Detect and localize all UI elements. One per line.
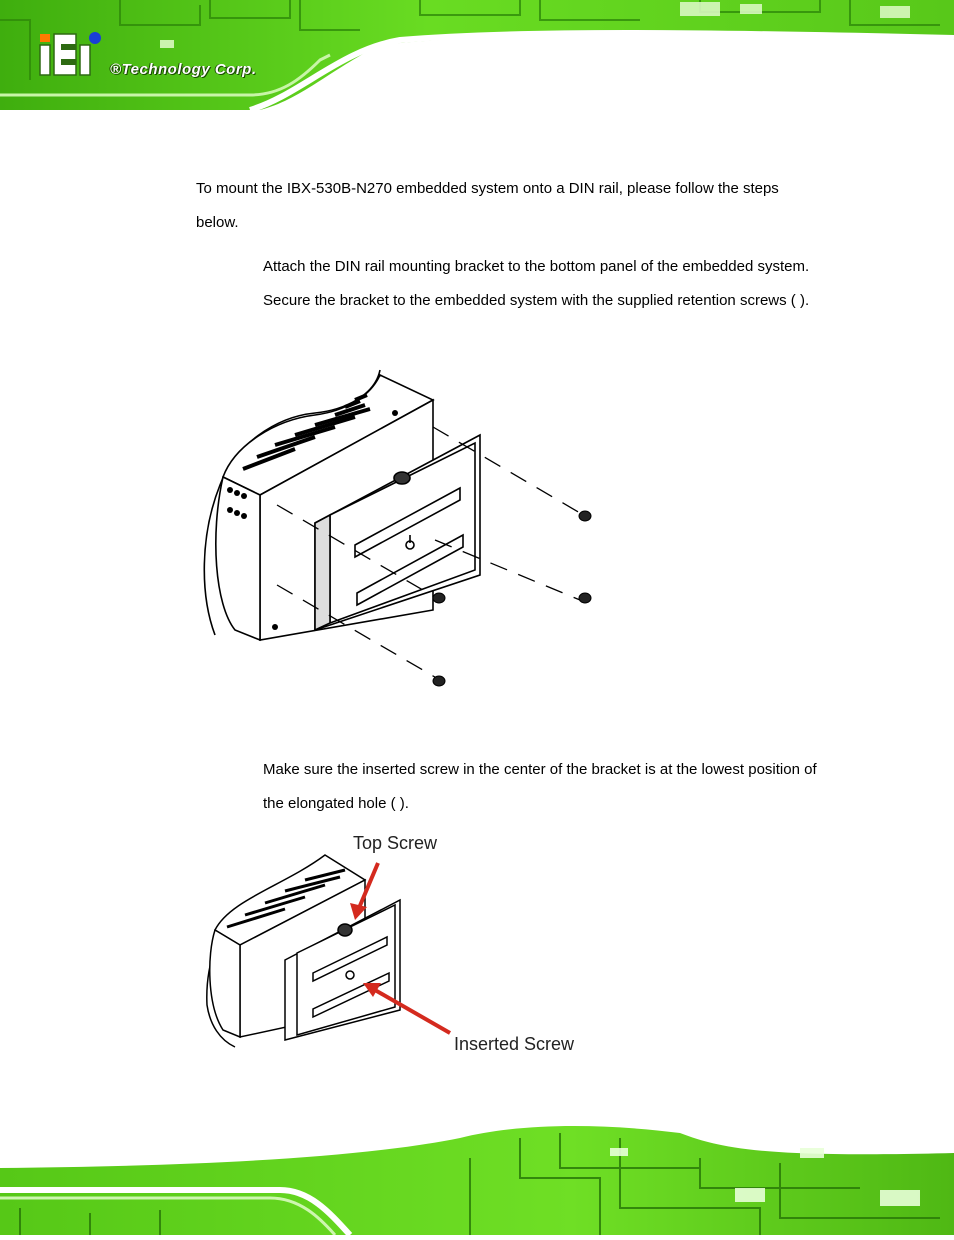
pcb-header-banner xyxy=(0,0,954,115)
top-screw-callout: Top Screw xyxy=(353,833,438,853)
screw-position-diagram: Top Screw Inserted Screw xyxy=(206,833,575,1054)
pcb-footer-banner xyxy=(0,1118,954,1238)
inserted-screw-callout: Inserted Screw xyxy=(454,1034,575,1054)
step2-paragraph: Make sure the inserted screw in the cent… xyxy=(263,761,817,812)
din-bracket-exploded-figure xyxy=(195,365,615,700)
brand-name: ®Technology Corp. xyxy=(110,61,257,78)
page-footer xyxy=(0,1118,954,1238)
step1-paragraph: Attach the DIN rail mounting bracket to … xyxy=(263,258,810,309)
screw-position-figure: Top Screw Inserted Screw xyxy=(195,825,615,1060)
iei-logo xyxy=(38,30,108,85)
intro-paragraph: To mount the IBX-530B-N270 embedded syst… xyxy=(196,180,779,231)
page-header: ®Technology Corp. xyxy=(0,0,954,115)
iei-logo-icon xyxy=(39,32,101,76)
bracket-mounting-diagram xyxy=(203,369,592,687)
